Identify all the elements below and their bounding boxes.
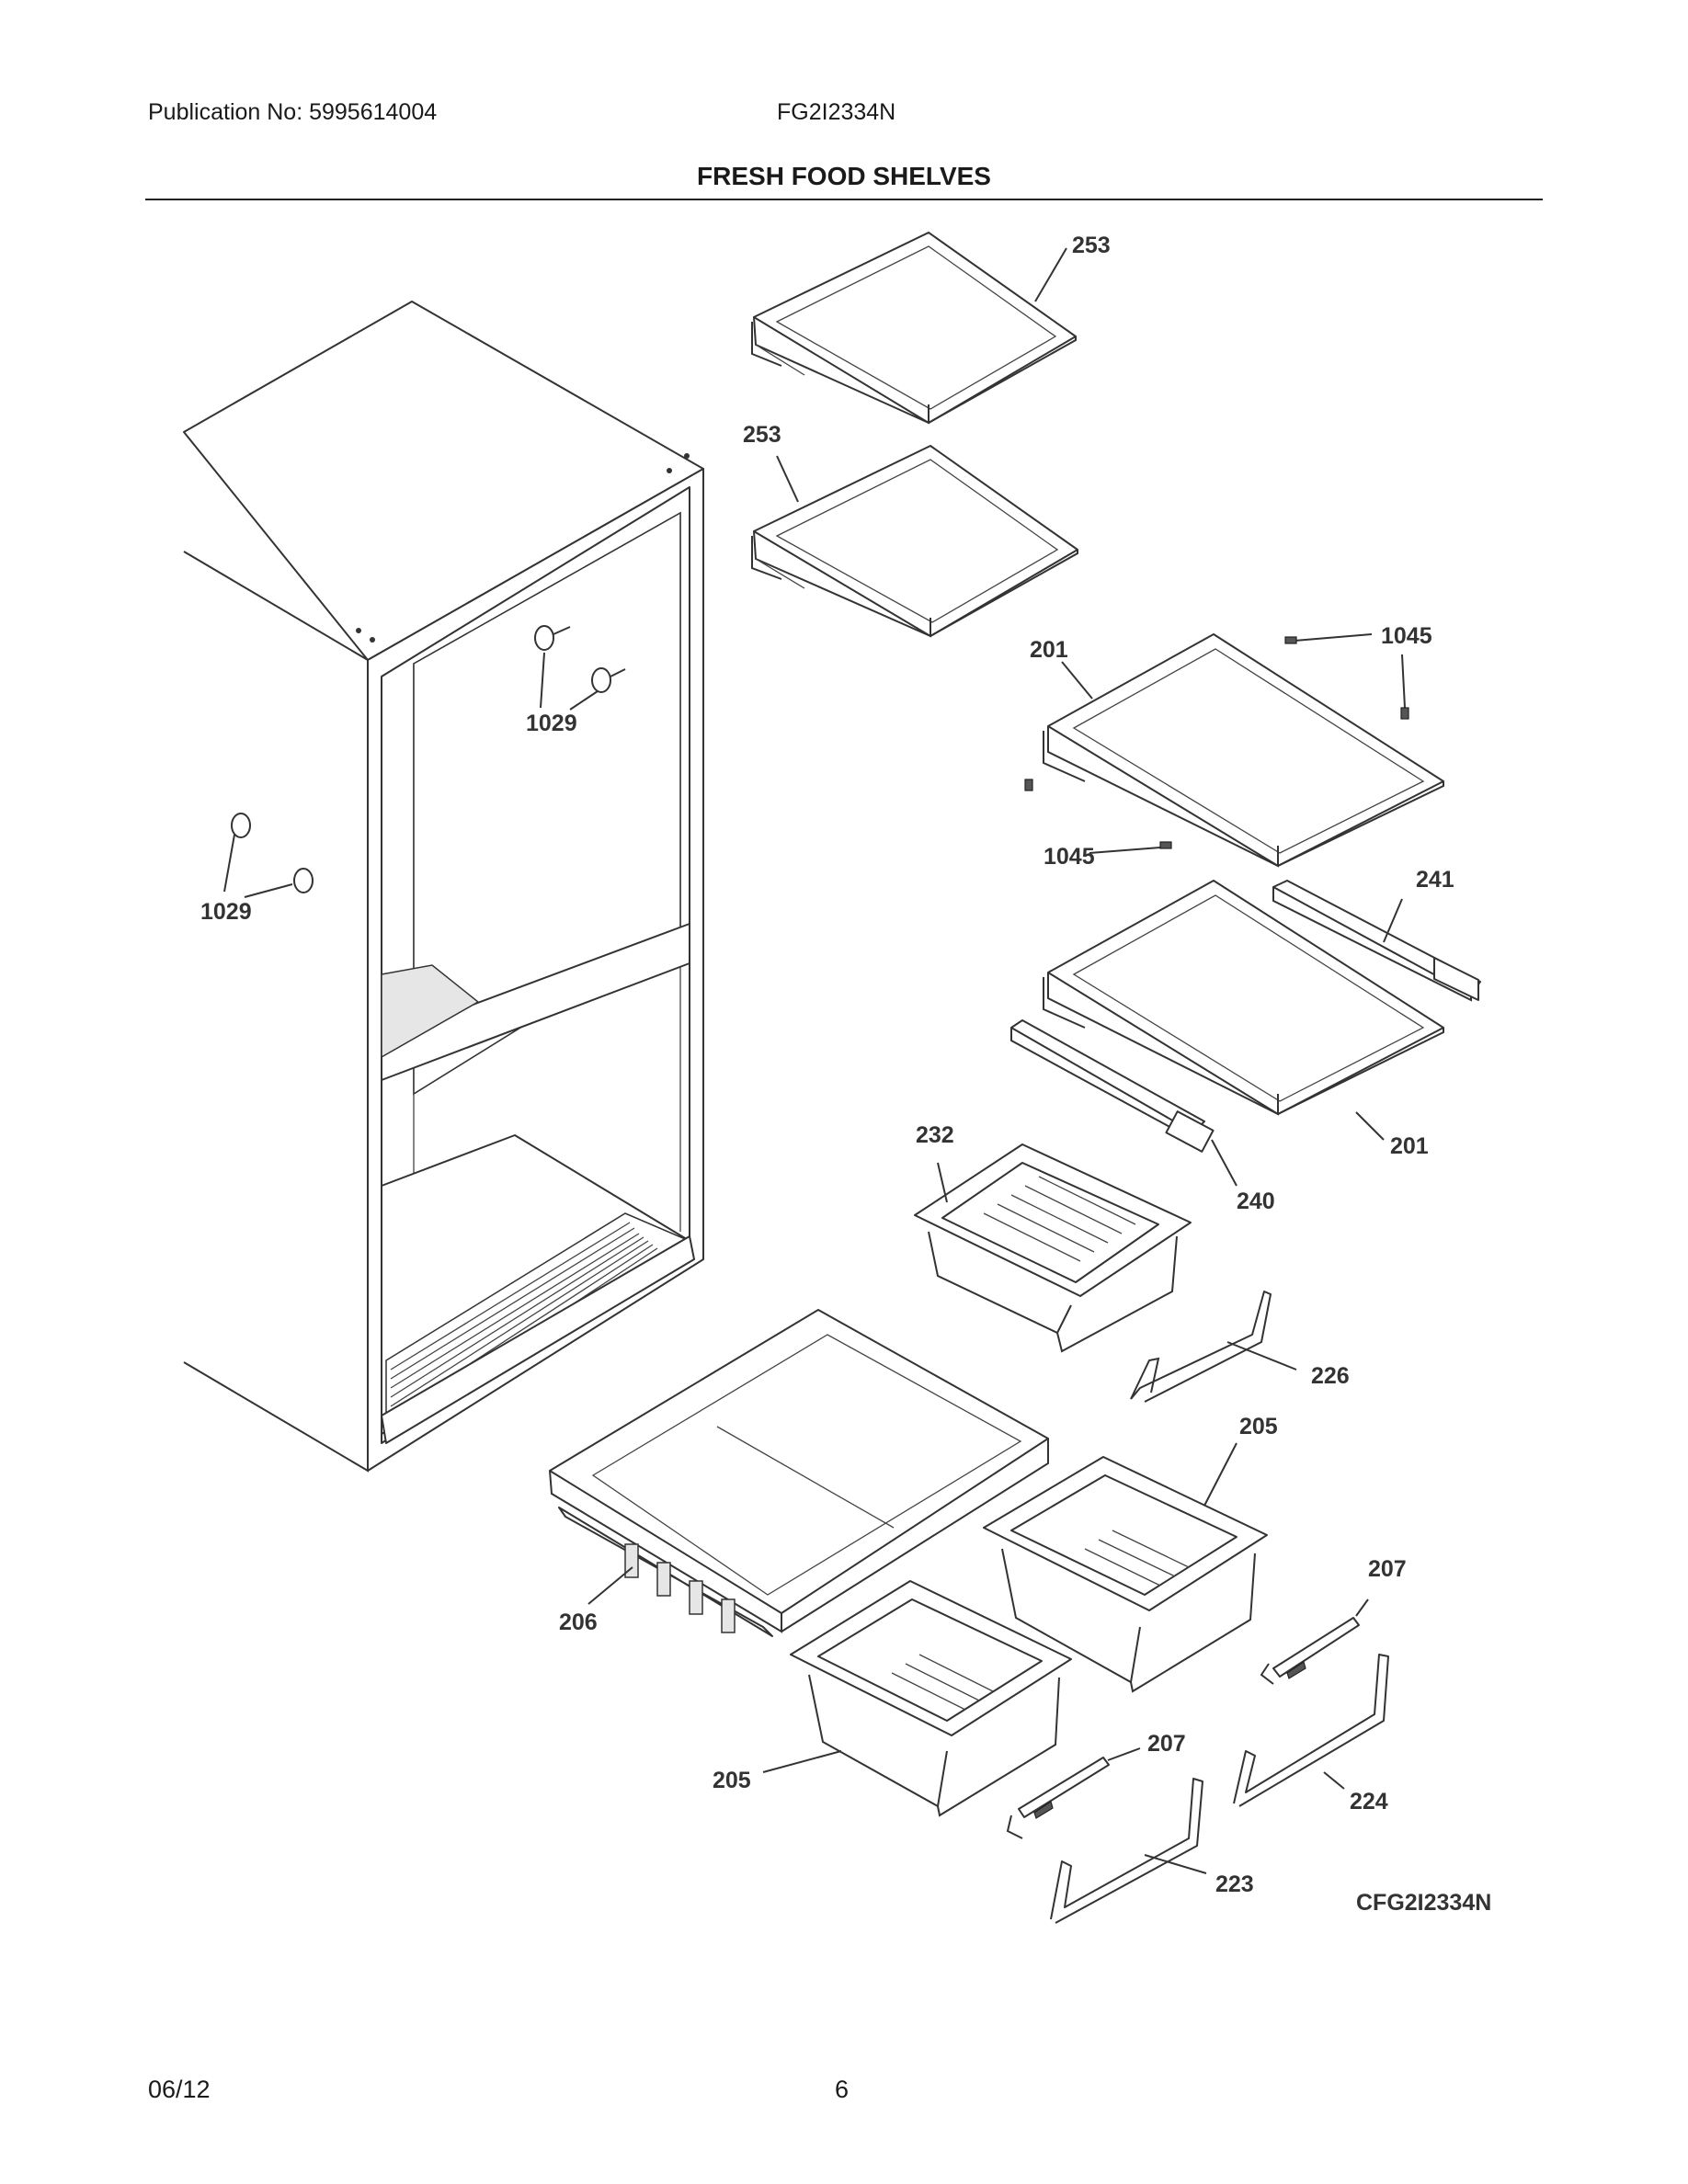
callout-240: 240 <box>1237 1189 1275 1214</box>
crisper-drawer-232 <box>914 1143 1192 1353</box>
callout-205-upper: 205 <box>1239 1414 1278 1439</box>
shelf-253-top <box>751 232 1077 425</box>
page-number: 6 <box>835 2076 850 2103</box>
callout-232: 232 <box>916 1122 954 1148</box>
callout-1045-lower: 1045 <box>1044 844 1095 870</box>
callout-207-lower: 207 <box>1147 1731 1186 1757</box>
footer-date: 06/12 <box>148 2076 211 2103</box>
callout-206: 206 <box>559 1610 598 1635</box>
callout-224: 224 <box>1350 1789 1388 1814</box>
shelf-201-upper <box>1024 633 1444 868</box>
model-number: FG2I2334N <box>777 99 896 125</box>
diagram-code: CFG2I2334N <box>1356 1890 1491 1916</box>
callout-223: 223 <box>1215 1871 1254 1897</box>
shelf-201-lower <box>1043 880 1444 1141</box>
callout-205-lower: 205 <box>713 1768 751 1793</box>
callout-253-second: 253 <box>743 422 781 448</box>
refrigerator-cabinet <box>183 301 704 1473</box>
shelf-253-second <box>751 445 1078 638</box>
callout-1029-left: 1029 <box>200 899 252 925</box>
shelf-stop-1029 <box>223 625 626 898</box>
callout-1045-upper: 1045 <box>1381 623 1432 649</box>
rail-240 <box>1010 1019 1237 1187</box>
callout-226: 226 <box>1311 1363 1350 1389</box>
bracket-223 <box>1050 1778 1207 1924</box>
callout-1029-upper: 1029 <box>526 711 577 736</box>
drawer-205-upper <box>983 1442 1268 1693</box>
callout-201-upper: 201 <box>1030 637 1068 663</box>
slide-207-upper <box>1260 1598 1369 1685</box>
callout-253-top: 253 <box>1072 233 1111 258</box>
callout-207-upper: 207 <box>1368 1556 1407 1582</box>
callout-241: 241 <box>1416 867 1454 893</box>
title-divider <box>145 199 1543 200</box>
slide-207-lower <box>1006 1747 1141 1839</box>
callout-201-lower: 201 <box>1390 1133 1429 1159</box>
publication-number: Publication No: 5995614004 <box>148 99 438 125</box>
page-title: FRESH FOOD SHELVES <box>697 162 991 190</box>
rail-241 <box>1272 880 1481 1002</box>
bracket-224 <box>1233 1654 1389 1807</box>
crisper-cover-206 <box>549 1309 1049 1637</box>
drawer-205-lower <box>762 1580 1072 1817</box>
bracket-226 <box>1130 1291 1297 1403</box>
